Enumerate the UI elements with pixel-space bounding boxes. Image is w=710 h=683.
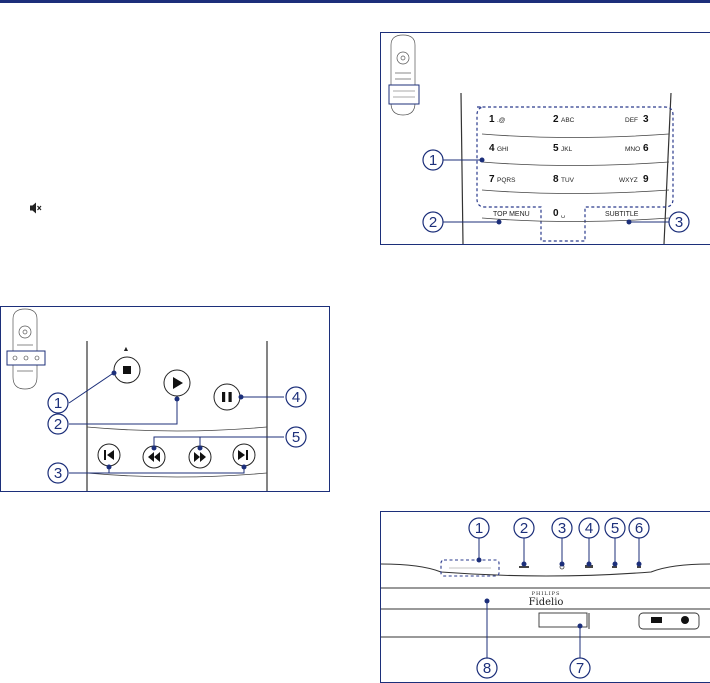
- svg-text:8: 8: [483, 660, 491, 677]
- svg-text:MNO: MNO: [625, 146, 640, 153]
- rewind-button-drawing: [142, 445, 166, 469]
- figure-front-panel-drawing: PHILIPS Fidelio 1 2 3 4 5 6 7 8: [381, 517, 710, 679]
- figure-playback-drawing: ▲ 1 2 3 4 5: [6, 308, 307, 491]
- figure-front-panel: PHILIPS Fidelio 1 2 3 4 5 6 7 8: [380, 511, 710, 683]
- svg-text:5: 5: [553, 143, 559, 154]
- touch-control-dashed-outline: [440, 559, 500, 577]
- key-0: 0␣: [553, 208, 565, 219]
- svg-text:7: 7: [489, 174, 495, 185]
- svg-text:4: 4: [585, 520, 593, 537]
- svg-text:5: 5: [611, 520, 619, 537]
- svg-text:1: 1: [54, 395, 62, 412]
- callout-4: 4: [578, 517, 600, 539]
- svg-text:7: 7: [576, 660, 584, 677]
- svg-text:DEF: DEF: [625, 117, 638, 124]
- callout-1: 1: [468, 517, 490, 539]
- svg-text:4: 4: [489, 143, 495, 154]
- svg-text:0: 0: [553, 208, 559, 219]
- callout-3: 3: [668, 211, 690, 233]
- usb-port-icon: [651, 617, 662, 623]
- svg-text:2: 2: [553, 114, 559, 125]
- svg-text:5: 5: [292, 429, 300, 446]
- page-header-rule: [0, 0, 710, 3]
- figure-playback: ▲ 1 2 3 4 5: [0, 306, 330, 492]
- pause-button-drawing: [213, 383, 241, 411]
- stop-button-drawing: [113, 356, 141, 384]
- svg-text:GHI: GHI: [497, 146, 509, 153]
- key-9: WXYZ 9: [619, 174, 649, 185]
- svg-text:8: 8: [553, 174, 559, 185]
- display-window: [538, 612, 588, 628]
- svg-text:JKL: JKL: [561, 146, 573, 153]
- svg-text:2: 2: [520, 520, 528, 537]
- remote-thumbnail: [12, 308, 38, 390]
- svg-text:6: 6: [635, 520, 643, 537]
- svg-text:PQRS: PQRS: [497, 177, 516, 184]
- svg-text:1: 1: [475, 520, 483, 537]
- subtitle-label: SUBTITLE: [605, 211, 639, 218]
- callout-3: 3: [551, 517, 573, 539]
- callout-2: 2: [513, 517, 535, 539]
- callout-7: 7: [569, 657, 591, 679]
- svg-text:2: 2: [54, 416, 62, 433]
- callout-3: 3: [47, 462, 69, 484]
- brand-logo-text: PHILIPS: [532, 591, 561, 597]
- next-button-drawing: [232, 443, 256, 467]
- svg-text:3: 3: [643, 114, 649, 125]
- svg-text:3: 3: [558, 520, 566, 537]
- top-menu-label: TOP MENU: [493, 211, 530, 218]
- callout-2: 2: [47, 413, 69, 435]
- audio-in-jack-icon: [681, 616, 689, 624]
- callout-6: 6: [628, 517, 650, 539]
- svg-text:3: 3: [54, 465, 62, 482]
- svg-text:␣: ␣: [561, 211, 565, 218]
- key-1: 1.@: [489, 114, 506, 125]
- svg-text:6: 6: [643, 143, 649, 154]
- fast-forward-button-drawing: [188, 445, 212, 469]
- callout-5: 5: [604, 517, 626, 539]
- callout-1: 1: [47, 392, 69, 414]
- svg-text:WXYZ: WXYZ: [619, 177, 638, 184]
- previous-button-drawing: [97, 443, 121, 467]
- connector-panel: [638, 612, 700, 630]
- svg-text:ABC: ABC: [561, 117, 575, 124]
- svg-text:9: 9: [643, 174, 649, 185]
- callout-5: 5: [285, 426, 307, 448]
- keypad-dashed-outline: [476, 106, 674, 242]
- callout-1: 1: [422, 149, 444, 171]
- key-3: DEF 3: [625, 114, 649, 125]
- model-logo-text: Fidelio: [529, 597, 564, 608]
- svg-text:.@: .@: [497, 117, 506, 124]
- callout-2: 2: [422, 211, 444, 233]
- callout-8: 8: [476, 657, 498, 679]
- svg-text:4: 4: [292, 389, 300, 406]
- mute-speaker-icon: [30, 202, 42, 214]
- eject-symbol: ▲: [123, 346, 130, 353]
- svg-text:1: 1: [489, 114, 495, 125]
- svg-text:TUV: TUV: [561, 177, 575, 184]
- svg-text:3: 3: [675, 214, 683, 231]
- callout-4: 4: [285, 386, 307, 408]
- svg-text:2: 2: [429, 214, 437, 231]
- svg-text:1: 1: [429, 152, 437, 169]
- play-button-drawing: [163, 369, 191, 397]
